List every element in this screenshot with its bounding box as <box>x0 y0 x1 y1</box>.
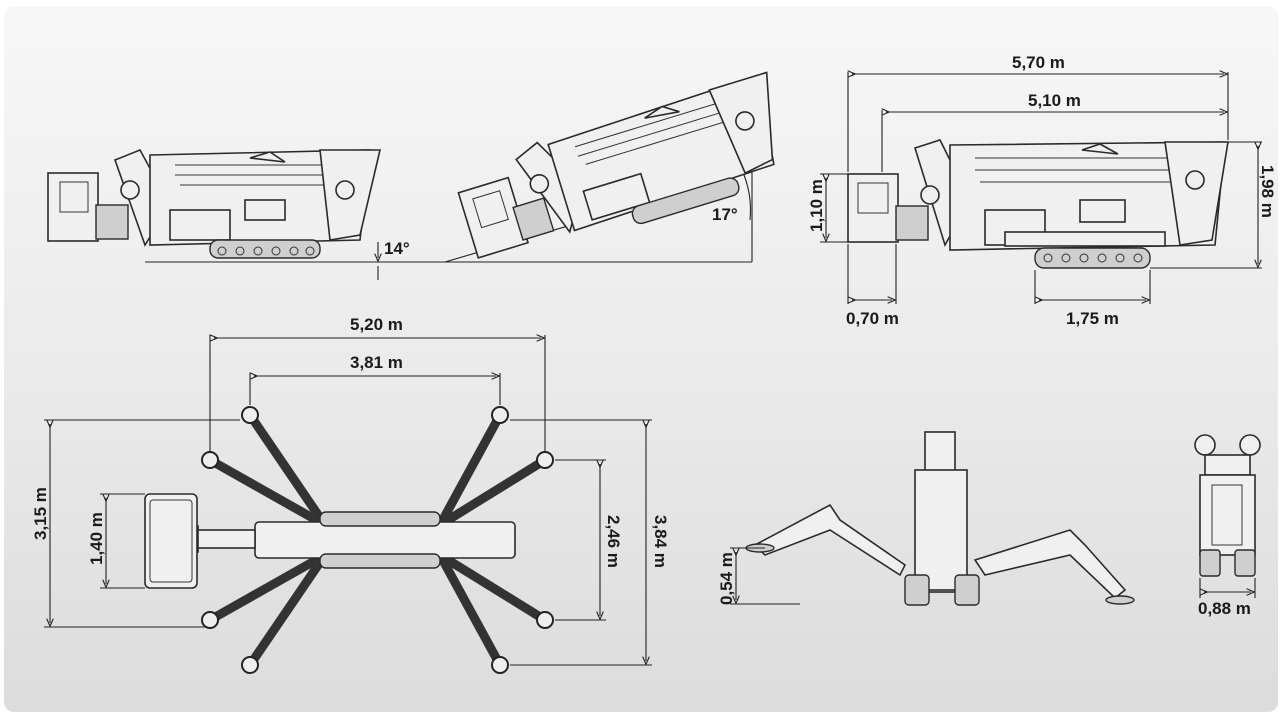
angle-14-label: 14° <box>384 239 410 258</box>
basket-width-label: 1,40 m <box>87 512 106 565</box>
span-inner-label: 3,81 m <box>350 353 403 372</box>
basket-height-label: 1,10 m <box>807 179 826 232</box>
track-length-label: 1,75 m <box>1066 309 1119 328</box>
length-without-basket-label: 5,10 m <box>1028 91 1081 110</box>
side-view-longitudinal-slope: 17° <box>444 71 775 263</box>
width-left-label: 3,15 m <box>31 487 50 540</box>
machine-side-left <box>47 148 382 259</box>
basket-depth-label: 0,70 m <box>846 309 899 328</box>
machine-side-right <box>847 139 1229 269</box>
machine-side-tilted <box>457 71 775 259</box>
ground-clearance-label: 0,54 m <box>717 552 736 605</box>
front-view: 0,54 m <box>717 431 1135 606</box>
side-view-lateral-slope: 14° <box>47 148 445 280</box>
side-view-dimensioned: 5,70 m 5,10 m 1,98 m 1,10 m 0,70 m 1,75 … <box>807 53 1277 328</box>
overall-length-label: 5,70 m <box>1012 53 1065 72</box>
height-label: 1,98 m <box>1258 165 1277 218</box>
rear-view: 0,88 m <box>1194 434 1261 618</box>
span-outer-label: 5,20 m <box>350 315 403 334</box>
width-inner-label: 2,46 m <box>604 515 623 568</box>
width-outer-label: 3,84 m <box>651 515 670 568</box>
rear-width-label: 0,88 m <box>1198 599 1251 618</box>
outriggers <box>207 412 548 668</box>
angle-17-label: 17° <box>712 205 738 224</box>
top-view: 5,20 m 3,81 m 3,15 m 1,40 m 2,46 m 3,84 … <box>31 315 670 674</box>
